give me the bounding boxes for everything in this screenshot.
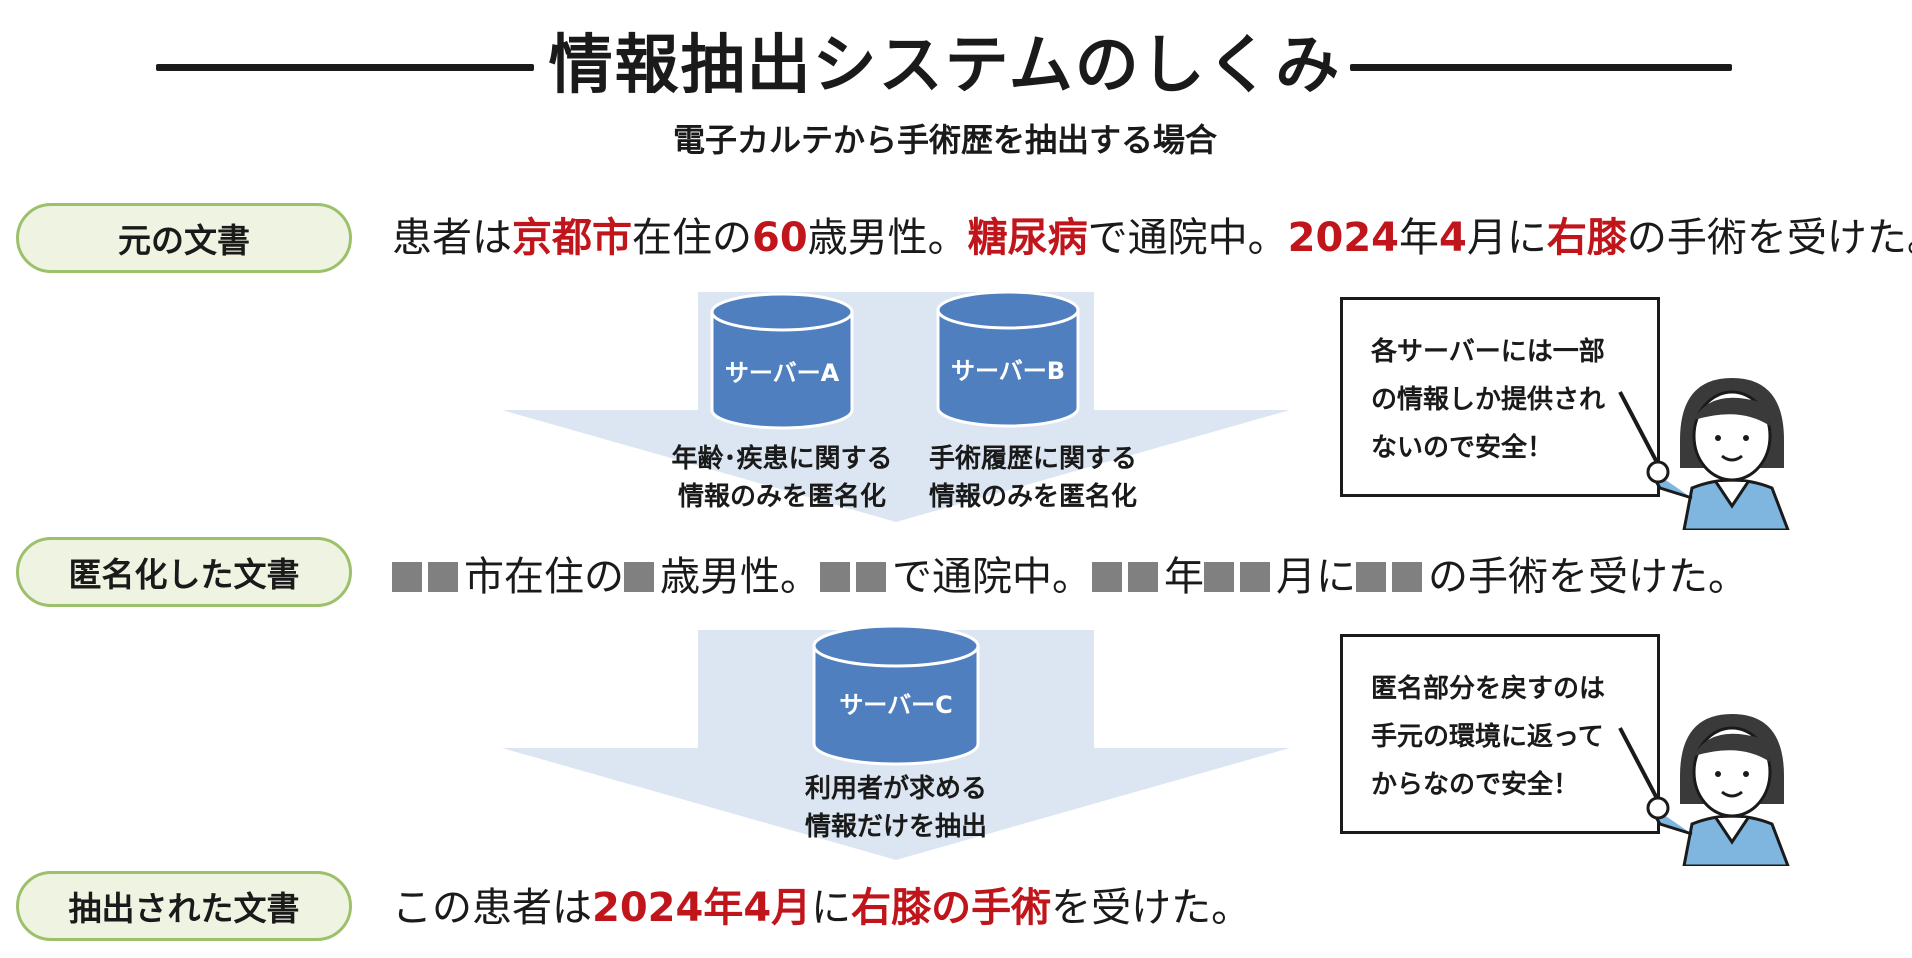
redaction-mask (1240, 562, 1270, 592)
sentence-text: 月に (1466, 215, 1547, 261)
sentence-text: 歳男性。 (660, 554, 820, 600)
sentence-text: 歳男性。 (807, 215, 968, 261)
title-rule-left (156, 64, 534, 71)
sentence-text: に (811, 885, 852, 931)
original-sentence: 患者は京都市在住の60歳男性。糖尿病で通院中。2024年4月に右膝の手術を受けた… (392, 210, 1912, 266)
redaction-mask (1204, 562, 1234, 592)
highlighted-term: 糖尿病 (967, 215, 1088, 261)
redaction-mask (856, 562, 886, 592)
presenter-woman-icon (1618, 714, 1790, 866)
server-b-icon (936, 290, 1080, 428)
sentence-text: の手術を受けた。 (1626, 215, 1912, 261)
anonymized-sentence: 市在住の歳男性。 で通院中。 年 月に の手術を受けた。 (392, 549, 1748, 605)
redaction-mask (1392, 562, 1422, 592)
sentence-text: を受けた。 (1051, 885, 1252, 931)
title-rule-right (1350, 64, 1732, 71)
label-anonymized-document: 匿名化した文書 (16, 537, 352, 607)
label-extracted-document: 抽出された文書 (16, 871, 352, 941)
sentence-text: で通院中。 (892, 554, 1092, 600)
presenter-woman-icon (1618, 378, 1790, 530)
page-subtitle: 電子カルテから手術歴を抽出する場合 (672, 121, 1217, 159)
server-c-caption: 利用者が求める情報だけを抽出 (804, 774, 987, 842)
sentence-text: 在住の (632, 215, 752, 261)
redaction-mask (820, 562, 850, 592)
highlighted-term: 京都市 (512, 215, 632, 261)
page-title: 情報抽出システムのしくみ (548, 29, 1342, 103)
redaction-mask (428, 562, 458, 592)
sentence-text: 患者は (392, 215, 512, 261)
redaction-mask (624, 562, 654, 592)
highlighted-term: 4 (1439, 215, 1467, 261)
extracted-sentence: この患者は2024年4月に右膝の手術を受けた。 (392, 880, 1251, 936)
server-b-caption: 手術履歴に関する情報のみを匿名化 (928, 444, 1137, 512)
speech-bubble-top: 各サーバーには一部 の情報しか提供され ないので安全！ (1340, 297, 1660, 497)
server-a-icon (710, 292, 854, 430)
redaction-mask (1128, 562, 1158, 592)
server-b-label: サーバーB (951, 357, 1065, 385)
sentence-text: で通院中。 (1087, 215, 1288, 261)
highlighted-term: 2024 (1287, 215, 1399, 261)
highlighted-term: 60 (752, 215, 808, 261)
sentence-text: この患者は (392, 885, 592, 931)
redaction-mask (1092, 562, 1122, 592)
redaction-mask (392, 562, 422, 592)
server-c-label: サーバーC (839, 691, 952, 719)
highlighted-term: 右膝 (1546, 215, 1627, 261)
server-a-label: サーバーA (725, 359, 840, 387)
sentence-text: 月に (1276, 554, 1356, 600)
arrow-top (502, 292, 1290, 522)
server-a-caption: 年齢･疾患に関する情報のみを匿名化 (671, 444, 893, 512)
highlighted-term: 2024年4月 (592, 885, 812, 931)
redaction-mask (1356, 562, 1386, 592)
sentence-text: 年 (1164, 554, 1204, 600)
highlighted-term: 右膝の手術 (851, 885, 1052, 931)
sentence-text: 年 (1399, 215, 1439, 261)
speech-bubble-bottom: 匿名部分を戻すのは 手元の環境に返って からなので安全！ (1340, 634, 1660, 834)
sentence-text: 市在住の (464, 554, 624, 600)
label-original-document: 元の文書 (16, 203, 352, 273)
sentence-text: の手術を受けた。 (1428, 554, 1748, 600)
server-c-icon (812, 624, 980, 766)
